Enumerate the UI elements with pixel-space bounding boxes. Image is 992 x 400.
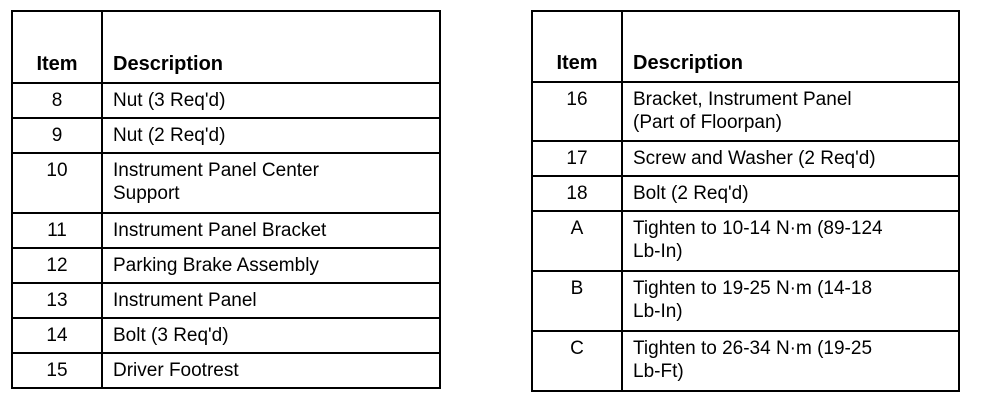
table-row: 17 Screw and Washer (2 Req'd)	[531, 140, 960, 177]
table-row: B Tighten to 19-25 N·m (14-18 Lb-In)	[531, 270, 960, 332]
item-description: Nut (3 Req'd)	[101, 82, 441, 119]
item-number: 8	[11, 82, 103, 119]
table-row: 15 Driver Footrest	[11, 352, 441, 389]
item-number: 16	[531, 81, 623, 142]
item-number: A	[531, 210, 623, 272]
parts-table-left: Item Description 8 Nut (3 Req'd) 9 Nut (…	[11, 10, 441, 389]
item-number: 18	[531, 175, 623, 212]
table-row: 18 Bolt (2 Req'd)	[531, 175, 960, 212]
table-header-row: Item Description	[531, 10, 960, 83]
item-number: 10	[11, 152, 103, 214]
description-column-header: Description	[621, 10, 960, 83]
item-description: Bolt (2 Req'd)	[621, 175, 960, 212]
item-description: Bracket, Instrument Panel (Part of Floor…	[621, 81, 960, 142]
table-row: C Tighten to 26-34 N·m (19-25 Lb-Ft)	[531, 330, 960, 392]
table-row: 11 Instrument Panel Bracket	[11, 212, 441, 249]
item-description: Instrument Panel Center Support	[101, 152, 441, 214]
item-description: Tighten to 26-34 N·m (19-25 Lb-Ft)	[621, 330, 960, 392]
item-number: 15	[11, 352, 103, 389]
item-description: Parking Brake Assembly	[101, 247, 441, 284]
description-column-header: Description	[101, 10, 441, 84]
item-description: Nut (2 Req'd)	[101, 117, 441, 154]
item-column-header: Item	[11, 10, 103, 84]
item-number: 13	[11, 282, 103, 319]
table-row: 8 Nut (3 Req'd)	[11, 82, 441, 119]
item-column-header: Item	[531, 10, 623, 83]
item-description: Bolt (3 Req'd)	[101, 317, 441, 354]
item-number: 9	[11, 117, 103, 154]
item-number: C	[531, 330, 623, 392]
table-row: A Tighten to 10-14 N·m (89-124 Lb-In)	[531, 210, 960, 272]
item-number: 17	[531, 140, 623, 177]
table-row: 10 Instrument Panel Center Support	[11, 152, 441, 214]
item-description: Tighten to 19-25 N·m (14-18 Lb-In)	[621, 270, 960, 332]
item-description: Screw and Washer (2 Req'd)	[621, 140, 960, 177]
table-row: 12 Parking Brake Assembly	[11, 247, 441, 284]
item-number: 14	[11, 317, 103, 354]
table-row: 9 Nut (2 Req'd)	[11, 117, 441, 154]
table-row: 14 Bolt (3 Req'd)	[11, 317, 441, 354]
item-number: B	[531, 270, 623, 332]
item-description: Driver Footrest	[101, 352, 441, 389]
item-description: Instrument Panel	[101, 282, 441, 319]
table-header-row: Item Description	[11, 10, 441, 84]
item-description: Instrument Panel Bracket	[101, 212, 441, 249]
item-number: 11	[11, 212, 103, 249]
table-row: 13 Instrument Panel	[11, 282, 441, 319]
item-number: 12	[11, 247, 103, 284]
parts-table-right: Item Description 16 Bracket, Instrument …	[531, 10, 960, 392]
item-description: Tighten to 10-14 N·m (89-124 Lb-In)	[621, 210, 960, 272]
table-row: 16 Bracket, Instrument Panel (Part of Fl…	[531, 81, 960, 142]
